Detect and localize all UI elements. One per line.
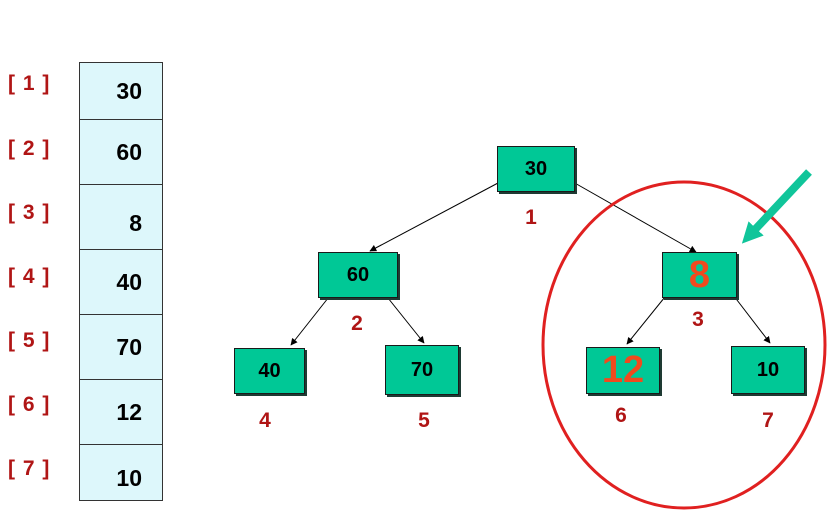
array-index-2: [ 2 ] <box>8 137 51 160</box>
array-index-5: [ 5 ] <box>8 329 51 352</box>
array-cell-6: 12 <box>79 379 163 445</box>
array-index-4: [ 4 ] <box>8 265 51 288</box>
tree-node-1: 30 <box>497 146 575 192</box>
node-label-4: 4 <box>259 409 271 432</box>
node-label-3: 3 <box>692 308 704 331</box>
edge-1-3 <box>572 181 697 253</box>
pointer-arrow <box>741 169 812 244</box>
node-label-5: 5 <box>418 409 430 432</box>
edge-1-2 <box>369 182 499 252</box>
array-cell-4: 40 <box>79 249 163 315</box>
array-cell-3: 8 <box>79 184 163 250</box>
node-label-2: 2 <box>351 312 363 335</box>
array-index-1: [ 1 ] <box>8 72 51 95</box>
tree-node-5: 70 <box>385 345 459 395</box>
tree-node-3: 8 <box>662 252 737 298</box>
highlight-circle <box>541 180 827 510</box>
array-index-6: [ 6 ] <box>8 393 51 416</box>
node-label-7: 7 <box>762 409 774 432</box>
node-label-1: 1 <box>525 206 537 229</box>
array-index-7: [ 7 ] <box>8 457 51 480</box>
array-cell-1: 30 <box>79 62 163 120</box>
array-cell-7: 10 <box>79 444 163 501</box>
tree-node-4: 40 <box>234 348 305 394</box>
node-label-6: 6 <box>615 404 627 427</box>
tree-node-7: 10 <box>731 346 805 394</box>
array-index-3: [ 3 ] <box>8 201 51 224</box>
tree-node-6: 12 <box>586 347 660 394</box>
array-cell-5: 70 <box>79 314 163 380</box>
tree-node-2: 60 <box>318 252 398 298</box>
array-cell-2: 60 <box>79 119 163 185</box>
